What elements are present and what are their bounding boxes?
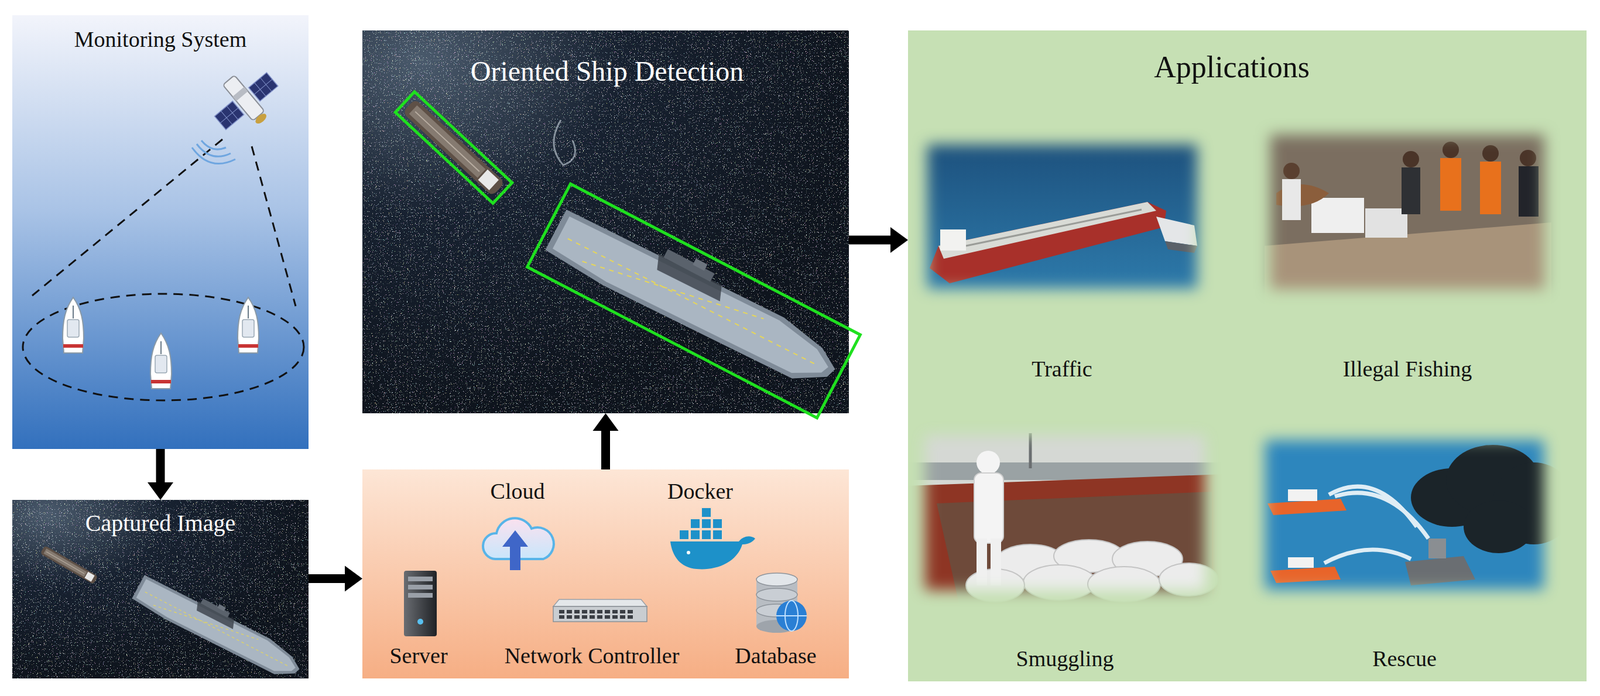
rescue-photo — [1246, 421, 1575, 609]
node-label: Oriented Ship Detection — [470, 56, 745, 88]
node-label: Traffic — [1031, 357, 1092, 382]
flow-arrow — [848, 227, 909, 253]
flow-arrow — [593, 413, 619, 470]
flow-arrow — [308, 566, 363, 592]
image-box: Captured Image — [12, 499, 309, 679]
server-icon — [403, 570, 437, 637]
ship-icon — [237, 297, 259, 354]
docker-icon — [670, 507, 756, 570]
node-label: Docker — [667, 479, 733, 505]
arrow-head — [147, 482, 174, 500]
application-tile: Rescue — [1258, 433, 1551, 677]
arrow-head — [344, 566, 363, 592]
arrow-head — [890, 227, 909, 253]
applications-panel — [906, 30, 1587, 682]
node-label: Monitoring System — [74, 27, 248, 53]
node-label: Database — [734, 643, 817, 669]
processing-panel — [362, 469, 849, 679]
traffic-photo — [908, 125, 1216, 308]
arrow-shaft — [848, 235, 891, 245]
arrow-shaft — [601, 430, 611, 470]
node-label: Illegal Fishing — [1342, 357, 1473, 382]
node-label: Server — [389, 643, 448, 669]
node-label: Rescue — [1372, 646, 1437, 672]
ship-icon — [62, 297, 84, 354]
node-label: Cloud — [490, 479, 546, 505]
arrow-shaft — [308, 574, 345, 584]
detection-image — [362, 30, 861, 419]
application-tile: Traffic — [920, 137, 1205, 387]
node-label: Network Controller — [504, 643, 680, 669]
switch-icon — [553, 599, 647, 622]
node-label: Smuggling — [1016, 646, 1115, 672]
application-tile: Smuggling — [917, 428, 1212, 677]
node-label: Captured Image — [85, 510, 236, 537]
flow-arrow — [147, 449, 174, 500]
fishing-photo — [1251, 115, 1564, 308]
panel-box: ApplicationsTraffic Illegal FishingSmuggl… — [908, 30, 1587, 682]
arrow-shaft — [156, 449, 166, 483]
application-tile: Illegal Fishing — [1263, 127, 1552, 387]
signal-waves — [192, 140, 236, 164]
cloud-icon — [482, 518, 554, 571]
panel-box: Cloud DockerServer Network Controller Datab… — [362, 469, 849, 679]
image-box: Oriented Ship Detection — [362, 30, 849, 414]
ship-icon — [150, 333, 172, 389]
monitoring-panel — [12, 15, 309, 450]
arrow-head — [593, 413, 619, 431]
satellite-icon — [202, 57, 290, 143]
node-label: Applications — [1153, 50, 1310, 84]
panel-box: Monitoring System — [12, 15, 309, 450]
smuggling-photo — [906, 416, 1224, 609]
database-icon — [756, 573, 807, 633]
captured-image — [12, 499, 309, 687]
